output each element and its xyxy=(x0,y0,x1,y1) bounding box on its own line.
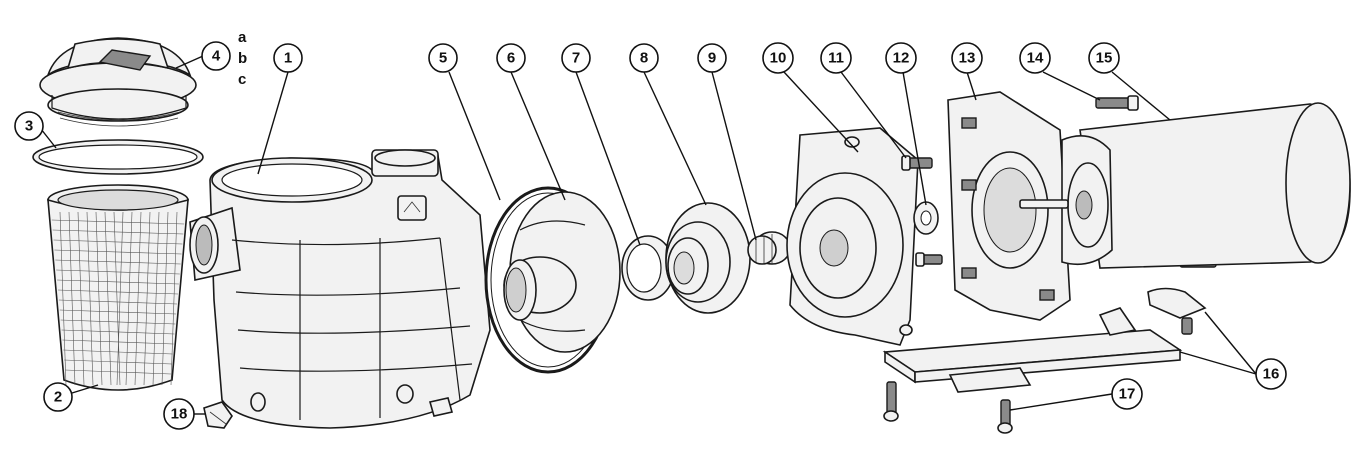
base-screws xyxy=(883,381,1013,434)
callout-9: 9 xyxy=(697,43,727,73)
motor-mounting-plate xyxy=(947,91,1071,321)
pump-housing xyxy=(189,149,491,429)
basket-mesh-line xyxy=(54,249,182,255)
basket-rib-line xyxy=(59,211,67,386)
callout-18: 18 xyxy=(163,398,195,430)
callout-16: 16 xyxy=(1255,358,1287,390)
basket-mesh-line xyxy=(53,239,183,245)
svg-text:1: 1 xyxy=(284,50,292,67)
basket-mesh-line xyxy=(62,339,174,345)
basket-rib-line xyxy=(152,211,160,386)
svg-text:12: 12 xyxy=(893,50,910,67)
motor xyxy=(1019,102,1351,269)
strainer-cover xyxy=(39,37,197,127)
basket-rib-line xyxy=(77,211,85,386)
shaft-seal xyxy=(747,231,791,265)
basket-mesh-line xyxy=(59,309,177,315)
callouts: 1 2 3 4 5 6 7 8 9 10 11 12 13 14 15 16 1… xyxy=(14,41,1287,430)
svg-text:5: 5 xyxy=(439,50,447,67)
basket-mesh-line xyxy=(52,229,184,235)
svg-text:17: 17 xyxy=(1119,386,1136,403)
variant-letters: a b c xyxy=(238,29,247,88)
basket-rib-line xyxy=(125,211,133,386)
basket-mesh-line xyxy=(58,299,178,305)
callout-17: 17 xyxy=(1111,378,1143,410)
svg-text:10: 10 xyxy=(770,50,787,67)
svg-text:4: 4 xyxy=(212,48,221,65)
variant-a: a xyxy=(238,29,247,46)
basket-mesh-line xyxy=(55,259,181,265)
lid-o-ring xyxy=(32,139,204,175)
callout-2: 2 xyxy=(43,382,73,412)
basket-rib-line xyxy=(113,211,121,386)
callout-14: 14 xyxy=(1019,42,1051,74)
callout-13: 13 xyxy=(951,42,983,74)
basket-rib-line xyxy=(95,211,103,386)
pump-base xyxy=(882,287,1207,393)
basket-rib-line xyxy=(116,211,124,386)
variant-b: b xyxy=(238,50,247,67)
impeller-ring xyxy=(621,235,675,301)
svg-text:13: 13 xyxy=(959,50,976,67)
basket-rib-line xyxy=(170,211,178,386)
svg-text:2: 2 xyxy=(54,389,62,406)
svg-text:18: 18 xyxy=(171,406,188,423)
strainer-basket xyxy=(47,184,189,391)
callout-1: 1 xyxy=(273,43,303,73)
drain-plug xyxy=(203,401,233,429)
callout-10: 10 xyxy=(762,42,794,74)
callout-3: 3 xyxy=(14,111,44,141)
basket-rib-line xyxy=(68,211,76,386)
leader-lines xyxy=(40,55,1257,415)
basket-rib-line xyxy=(104,211,112,386)
callout-11: 11 xyxy=(820,42,852,74)
svg-text:7: 7 xyxy=(572,50,580,67)
svg-text:11: 11 xyxy=(828,50,844,67)
variant-c: c xyxy=(238,71,246,88)
callout-4: 4 xyxy=(201,41,231,71)
basket-mesh-line xyxy=(57,289,179,295)
callout-12: 12 xyxy=(885,42,917,74)
svg-text:3: 3 xyxy=(25,118,33,135)
basket-rib-line xyxy=(134,211,142,386)
callout-8: 8 xyxy=(629,43,659,73)
impeller xyxy=(665,202,751,314)
svg-text:15: 15 xyxy=(1096,50,1113,67)
callout-15: 15 xyxy=(1088,42,1120,74)
svg-text:9: 9 xyxy=(708,50,716,67)
svg-text:14: 14 xyxy=(1027,50,1044,67)
svg-text:6: 6 xyxy=(507,50,515,67)
svg-text:8: 8 xyxy=(640,50,648,67)
callout-5: 5 xyxy=(428,43,458,73)
diffuser xyxy=(503,191,621,353)
motor-washer xyxy=(913,201,939,235)
basket-mesh-line xyxy=(57,279,179,285)
basket-rib-line xyxy=(143,211,151,386)
svg-text:16: 16 xyxy=(1263,366,1280,383)
basket-rib-line xyxy=(161,211,169,386)
basket-rib-line xyxy=(86,211,94,386)
seal-plate xyxy=(786,127,919,346)
basket-mesh-line xyxy=(51,219,185,225)
callout-7: 7 xyxy=(561,43,591,73)
callout-6: 6 xyxy=(496,43,526,73)
basket-mesh-line xyxy=(56,269,180,275)
